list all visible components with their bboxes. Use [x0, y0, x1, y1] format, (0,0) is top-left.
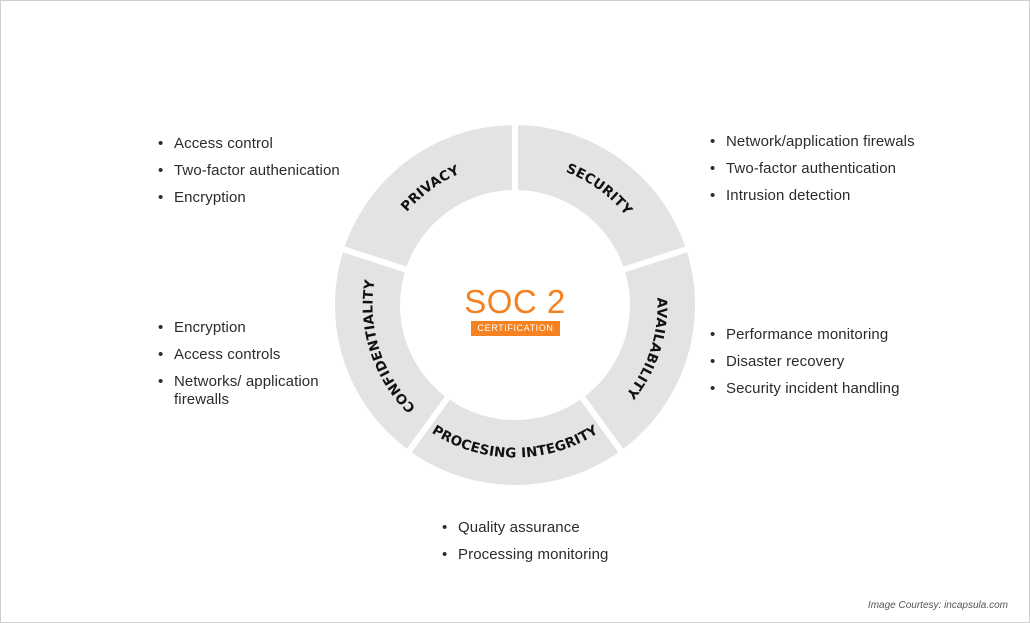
security-segment	[518, 125, 686, 267]
availability-list: Performance monitoring Disaster recovery…	[710, 326, 970, 407]
certification-badge: CERTIFICATION	[471, 321, 560, 336]
availability-segment	[585, 252, 695, 449]
confidentiality-item: Access controls	[158, 346, 343, 364]
processing-integrity-item: Quality assurance	[442, 519, 662, 537]
availability-item: Performance monitoring	[710, 326, 970, 344]
security-item: Network/application firewals	[710, 133, 970, 151]
security-list: Network/application firewals Two-factor …	[710, 133, 970, 214]
privacy-list: Access control Two-factor authenication …	[158, 135, 378, 216]
processing-integrity-segment	[411, 399, 619, 486]
confidentiality-item: Encryption	[158, 319, 343, 337]
image-credit: Image Courtesy: incapsula.com	[867, 600, 1008, 611]
privacy-segment	[344, 125, 512, 267]
availability-item: Security incident handling	[710, 380, 970, 398]
security-item: Two-factor authentication	[710, 160, 970, 178]
availability-item: Disaster recovery	[710, 353, 970, 371]
confidentiality-segment	[335, 252, 445, 449]
confidentiality-list: Encryption Access controls Networks/ app…	[158, 319, 343, 418]
privacy-item: Two-factor authenication	[158, 162, 378, 180]
center-title: SOC 2	[464, 283, 566, 320]
confidentiality-item: Networks/ application firewalls	[158, 373, 343, 409]
processing-integrity-list: Quality assurance Processing monitoring	[442, 519, 662, 573]
security-item: Intrusion detection	[710, 187, 970, 205]
privacy-item: Encryption	[158, 189, 378, 207]
processing-integrity-item: Processing monitoring	[442, 546, 662, 564]
privacy-item: Access control	[158, 135, 378, 153]
